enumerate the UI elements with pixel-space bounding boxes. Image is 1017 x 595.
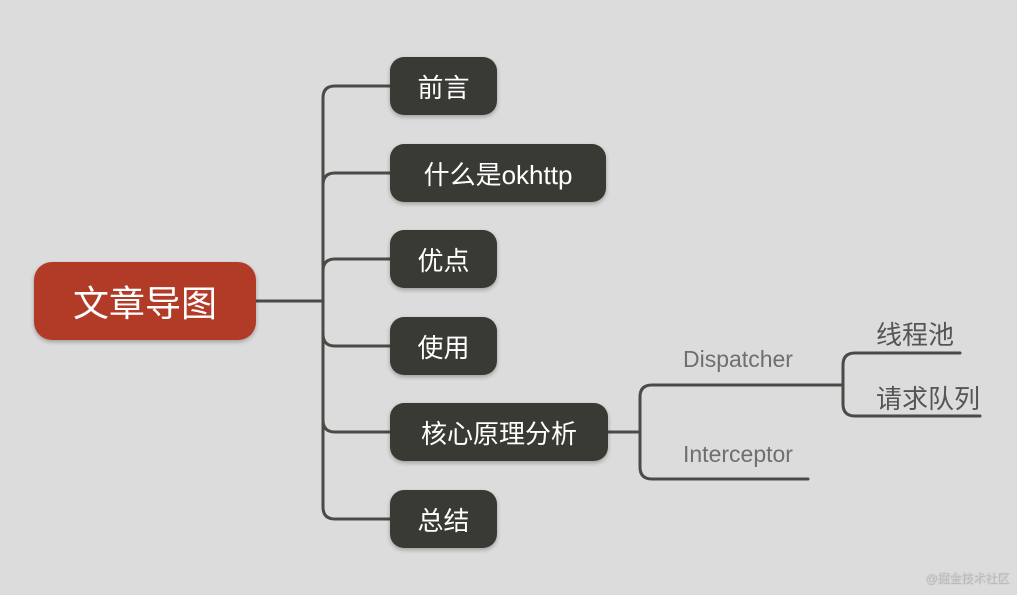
topic-request-queue-label: 请求队列 (876, 384, 981, 414)
topic-thread-pool-label: 线程池 (876, 320, 955, 350)
topic-request-queue[interactable]: 请求队列 (876, 379, 980, 416)
edge-dispatcher-threadpool (841, 351, 962, 387)
edge-trunk-what (321, 171, 392, 187)
topic-usage-label: 使用 (417, 332, 470, 363)
topic-root-label: 文章导图 (72, 283, 217, 324)
edge-trunk-advantage (321, 257, 392, 273)
topic-advantages[interactable]: 优点 (390, 230, 497, 288)
edge-trunk-usage (321, 332, 392, 348)
topic-interceptor[interactable]: Interceptor (683, 441, 793, 468)
topic-core-principle-analysis-label: 核心原理分析 (420, 418, 577, 449)
topic-usage[interactable]: 使用 (390, 317, 497, 375)
topic-dispatcher-label: Dispatcher (683, 346, 793, 372)
topic-summary[interactable]: 总结 (390, 490, 497, 548)
edge-trunk-foreword (321, 84, 392, 303)
topic-foreword-label: 前言 (417, 72, 470, 103)
topic-foreword[interactable]: 前言 (390, 57, 497, 115)
topic-advantages-label: 优点 (417, 245, 470, 276)
topic-dispatcher[interactable]: Dispatcher (683, 346, 793, 373)
edge-trunk-summary (321, 299, 392, 521)
topic-thread-pool[interactable]: 线程池 (876, 315, 954, 352)
topic-summary-label: 总结 (417, 505, 470, 536)
topic-what-is-okhttp-label: 什么是okhttp (423, 159, 573, 190)
topic-core-principle-analysis[interactable]: 核心原理分析 (390, 403, 608, 461)
topic-root-article-map[interactable]: 文章导图 (34, 262, 256, 340)
topic-what-is-okhttp[interactable]: 什么是okhttp (390, 144, 606, 202)
topic-interceptor-label: Interceptor (683, 441, 793, 467)
juejin-watermark: @掘金技术社区 (924, 571, 1009, 585)
edge-core-dispatcher (606, 383, 845, 434)
edge-dispatcher-requestqueue (841, 383, 982, 418)
edge-core-interceptor (638, 430, 810, 481)
edge-trunk-core (321, 418, 392, 434)
